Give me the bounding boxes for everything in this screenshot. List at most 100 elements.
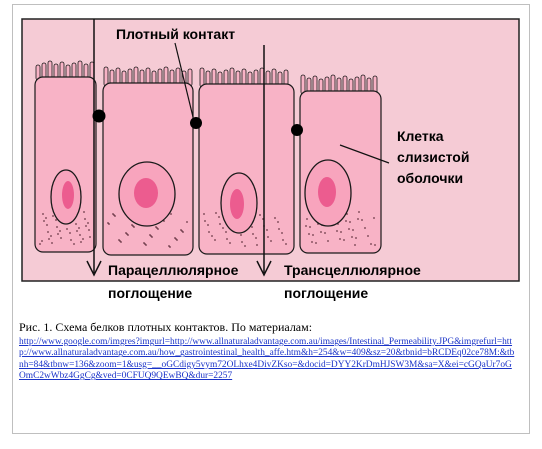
nucleolus [62,181,74,209]
speckle [309,226,311,228]
speckle [315,242,317,244]
speckle [354,244,356,246]
speckle [348,228,350,230]
speckle [244,245,246,247]
speckle [83,211,85,213]
speckle [358,211,360,213]
speckle [229,242,231,244]
speckle [241,241,243,243]
speckle [55,219,57,221]
speckle [311,241,313,243]
speckle [85,225,87,227]
speckle [373,217,375,219]
speckle [176,239,178,241]
speckle [87,222,89,224]
speckle [267,236,269,238]
epithelium-diagram: Плотный контакт Клетка слизистой оболочк… [21,18,520,301]
speckle [66,228,68,230]
speckle [259,214,261,216]
speckle [82,238,84,240]
speckle [39,243,41,245]
speckle [48,238,50,240]
tight-junction-label: Плотный контакт [116,26,235,42]
mucosal-cell-pointer [339,144,390,164]
speckle [255,237,257,239]
speckle [278,228,280,230]
speckle [157,228,159,230]
speckle [51,242,53,244]
speckle [361,219,363,221]
speckle [211,235,213,237]
speckle [339,238,341,240]
speckle [79,234,81,236]
speckle [108,223,110,225]
speckle [357,218,359,220]
speckle [120,241,122,243]
nucleolus [318,177,336,207]
speckle [46,224,48,226]
speckle [349,221,351,223]
speckle [73,243,75,245]
cells-group [34,60,382,256]
speckle [285,243,287,245]
tight-junction-dot [291,124,303,136]
speckle [133,226,135,228]
epithelial-cell [102,66,194,256]
speckle [274,217,276,219]
speckle [345,220,347,222]
speckle [42,213,44,215]
speckle [50,235,52,237]
speckle [145,244,147,246]
speckle [151,236,153,238]
speckle [69,232,71,234]
speckle [367,235,369,237]
transcellular-arrow [256,45,272,277]
figure-frame: Плотный контакт Клетка слизистой оболочк… [12,4,530,434]
speckle [70,239,72,241]
speckle [240,234,242,236]
figure-caption: Рис. 1. Схема белков плотных контактов. … [19,320,313,334]
speckle [370,243,372,245]
transcellular-label: Трансцеллюлярное поглощение [284,262,425,301]
speckle [270,240,272,242]
tight-junctions [92,109,303,136]
speckle [56,226,58,228]
speckle [225,231,227,233]
microvillus [199,67,205,88]
speckle [218,216,220,218]
speckle [45,217,47,219]
speckle [75,223,77,225]
nucleolus [134,178,158,208]
speckle [207,224,209,226]
speckle [208,231,210,233]
speckle [252,233,254,235]
speckle [308,233,310,235]
speckle [374,244,376,246]
speckle [306,218,308,220]
paracellular-arrow [86,19,102,277]
speckle [320,231,322,233]
source-link[interactable]: http://www.google.com/imgres?imgurl=http… [19,337,515,382]
speckle [219,223,221,225]
speckle [182,231,184,233]
speckle [312,234,314,236]
speckle [352,229,354,231]
speckle [222,227,224,229]
speckle [60,237,62,239]
tight-junction-dot [92,109,106,123]
speckle [305,225,307,227]
tight-junction-pointer [174,42,194,118]
speckle [76,230,78,232]
speckle [343,239,345,241]
speckle [88,229,90,231]
speckle [89,236,91,238]
microvillus [103,66,109,87]
speckle [327,240,329,242]
speckle [251,226,253,228]
cell-body [34,76,97,253]
paracellular-label: Парацеллюлярное поглощение [108,262,242,301]
speckle [52,215,54,217]
speckle [324,232,326,234]
epithelial-cell [34,60,97,253]
speckle [114,215,116,217]
